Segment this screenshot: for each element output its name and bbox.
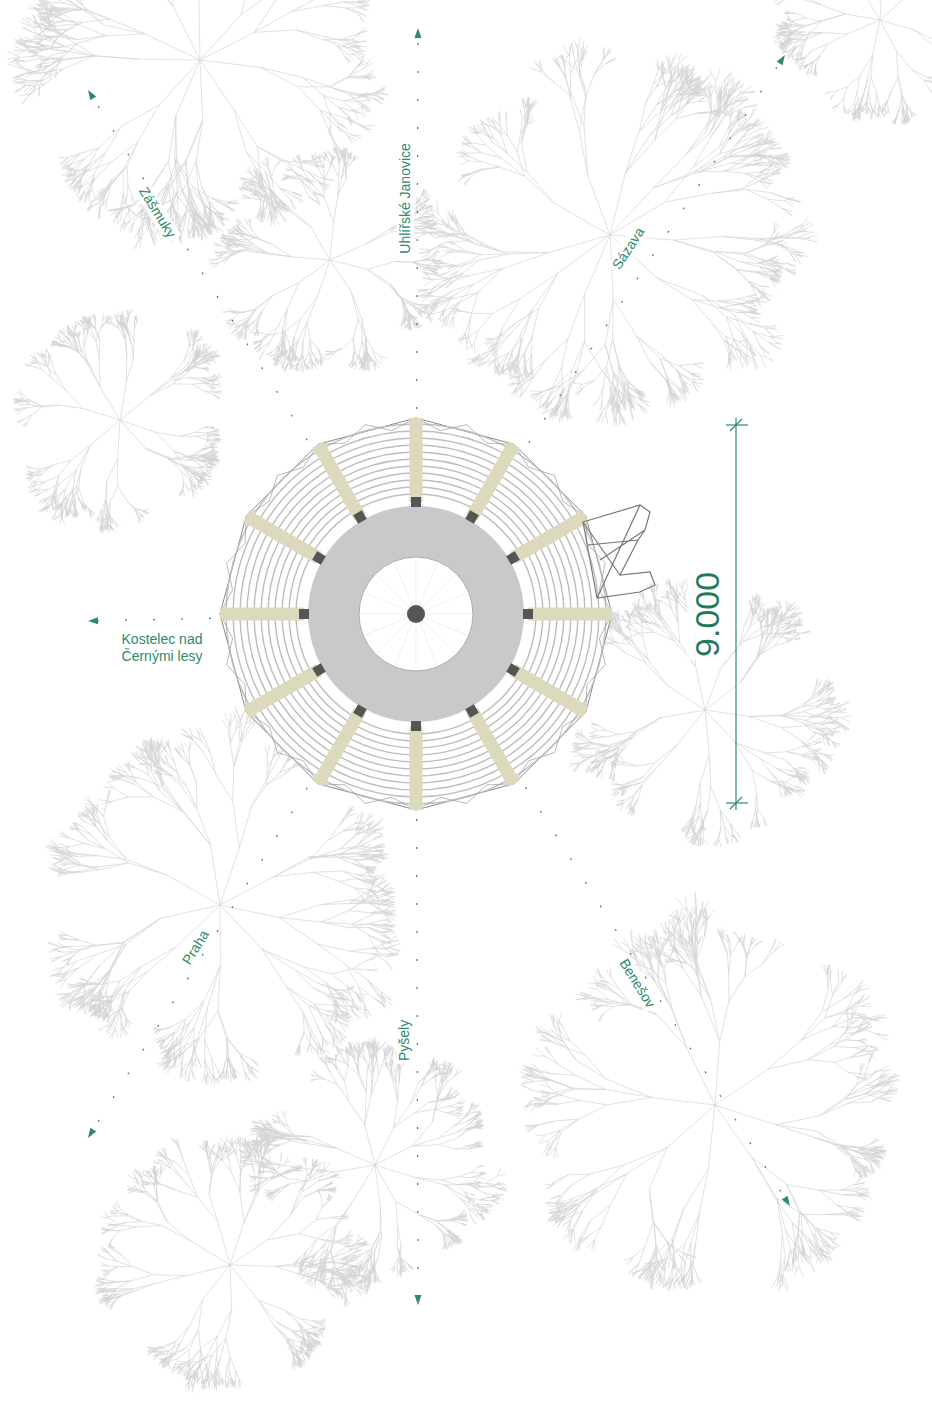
column	[312, 551, 326, 565]
radial-beam	[220, 608, 304, 621]
direction-arrowhead	[414, 1295, 421, 1305]
column	[353, 704, 367, 718]
column	[523, 609, 533, 619]
direction-label: Kostelec nad Černými lesy	[104, 631, 220, 665]
radial-beam	[410, 726, 423, 810]
tower-plan	[220, 418, 655, 810]
radial-beam	[472, 444, 514, 517]
dimension-text: 9.000	[688, 568, 729, 659]
direction-arrowhead	[88, 617, 98, 624]
central-post	[407, 605, 425, 623]
tree-drawing	[519, 892, 899, 1292]
radial-beam	[318, 444, 360, 517]
column	[411, 721, 421, 731]
direction-line	[93, 788, 307, 1130]
radial-beam	[246, 670, 319, 712]
direction-line	[417, 38, 418, 409]
direction-line	[93, 98, 307, 440]
tree-drawing	[12, 309, 222, 534]
inner-void	[359, 557, 473, 671]
stair-ring	[282, 480, 550, 748]
direction-arrowhead	[414, 28, 421, 38]
column	[312, 663, 326, 677]
radial-beam	[513, 516, 586, 558]
radial-beam	[472, 711, 514, 784]
direction-arrowhead	[777, 55, 785, 65]
lattice	[220, 418, 612, 810]
tree-drawing	[772, 0, 932, 125]
tree-drawing	[413, 37, 818, 426]
column	[465, 704, 479, 718]
direction-arrowhead	[88, 90, 96, 100]
radial-beam	[318, 711, 360, 784]
column	[299, 609, 309, 619]
radial-beam	[513, 670, 586, 712]
direction-label: Pyšely	[397, 1016, 414, 1063]
direction-line	[525, 787, 784, 1197]
column	[411, 497, 421, 507]
column	[506, 663, 520, 677]
stair-ring	[275, 473, 557, 755]
direction-label: Praha	[177, 924, 214, 970]
direction-line	[417, 819, 418, 1295]
tree-canopies	[7, 0, 932, 1392]
direction-label: Uhlířské Janovice	[397, 140, 414, 257]
radial-beam	[528, 608, 612, 621]
radial-beam	[410, 418, 423, 502]
outer-polygon	[220, 418, 612, 810]
column	[353, 510, 367, 524]
radial-beam	[246, 516, 319, 558]
stair-ring	[254, 452, 578, 776]
column	[465, 510, 479, 524]
direction-arrowhead	[782, 1196, 790, 1206]
column	[506, 551, 520, 565]
direction-line	[529, 63, 780, 443]
tree-drawing	[7, 0, 389, 249]
direction-arrowhead	[88, 1128, 96, 1138]
tree-drawing	[94, 1130, 370, 1393]
stair-ring	[261, 459, 571, 769]
entrance-stair	[583, 505, 655, 598]
direction-label: Sázava	[607, 221, 650, 274]
dimension-line	[726, 418, 748, 810]
direction-lines	[88, 28, 790, 1305]
stair-ring	[289, 487, 543, 741]
direction-line	[98, 618, 211, 620]
stair-ring	[268, 466, 564, 762]
deck	[308, 506, 524, 722]
stair-ring	[296, 494, 536, 734]
